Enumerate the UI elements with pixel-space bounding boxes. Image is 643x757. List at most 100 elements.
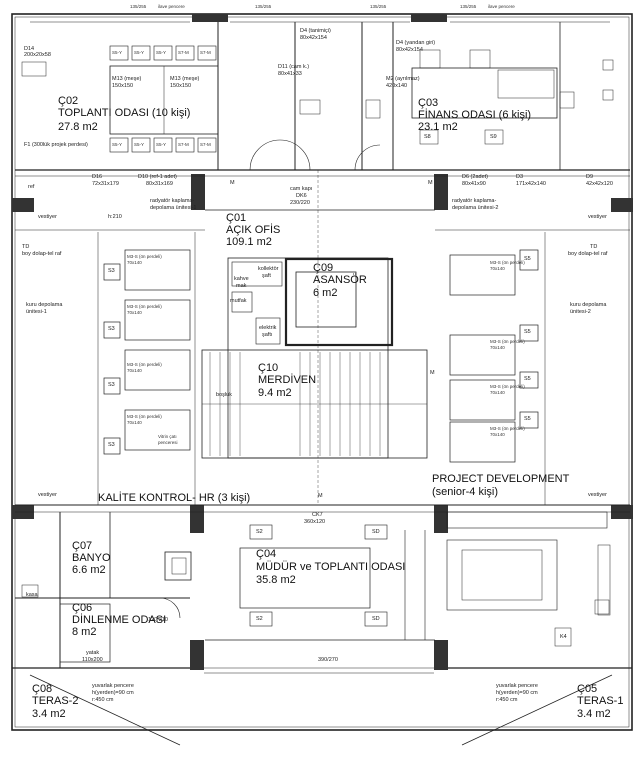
note: boy dolap-tel raf xyxy=(22,251,62,257)
column xyxy=(411,14,447,22)
room-name-c06: DİNLENME ODASI xyxy=(72,614,167,626)
room-code-c05: Ç05 xyxy=(577,683,598,695)
chair-label: S7-M xyxy=(200,142,211,147)
note: 80x41x33 xyxy=(278,71,302,77)
room-code-c02: Ç02 xyxy=(58,95,79,107)
dimension-label: ilave pencere xyxy=(158,4,185,9)
note: vestiyer xyxy=(38,214,57,220)
note: r:450 cm xyxy=(496,697,518,703)
furniture-label: S2 xyxy=(256,529,263,535)
room-code-c10: Ç10 xyxy=(258,362,279,374)
room-name-c04: MÜDÜR ve TOPLANTI ODASI xyxy=(256,561,406,573)
note: 230/220 xyxy=(290,200,310,206)
note: M2 (ayrılmaz) xyxy=(386,76,420,82)
note: kasa xyxy=(26,592,38,598)
room-name-c10: MERDİVEN xyxy=(258,374,317,386)
column xyxy=(12,198,34,212)
room-code-c09: Ç09 xyxy=(313,262,334,274)
dimension-label: 135/255 xyxy=(460,4,477,9)
note: şaft xyxy=(262,273,271,279)
column xyxy=(611,198,633,212)
room-name-c09: ASANSÖR xyxy=(313,274,367,286)
chair-label: S5-Y xyxy=(156,50,167,55)
finance-table xyxy=(411,67,558,119)
note: 390/270 xyxy=(318,657,338,663)
desk-label: M3-S (ön perdeli) xyxy=(490,426,525,431)
note: ünitesi-2 xyxy=(570,309,591,315)
project-sub-label: (senior-4 kişi) xyxy=(432,486,499,498)
note: D6 (2adet) xyxy=(462,174,488,180)
room-code-c08: Ç08 xyxy=(32,683,53,695)
furniture-label: S2 xyxy=(256,616,263,622)
note: 80x42x154 xyxy=(300,35,327,41)
note: 150x150 xyxy=(170,83,192,89)
desk-label: 70x140 xyxy=(127,420,142,425)
note: 80x31x169 xyxy=(146,181,173,187)
note: şaftı xyxy=(262,332,273,338)
project-label: PROJECT DEVELOPMENT xyxy=(432,473,570,485)
chair-label: S5-Y xyxy=(156,142,167,147)
room-area-c03: 23.1 m2 xyxy=(418,121,458,133)
note: h(yerden)=90 cm xyxy=(92,690,134,696)
core-wall xyxy=(227,257,389,459)
note: 80x42x154 xyxy=(396,47,423,53)
furniture-label: S8 xyxy=(424,134,431,140)
note: depolama ünitesi-1 xyxy=(150,205,197,211)
desk-label: 70x140 xyxy=(490,266,505,271)
room-area-c04: 35.8 m2 xyxy=(256,574,296,586)
furniture-label: S9 xyxy=(490,134,497,140)
furniture-label: M xyxy=(318,493,323,499)
note: D9 xyxy=(586,174,594,180)
note: mak xyxy=(236,283,247,289)
furniture-label: SD xyxy=(372,616,380,622)
dimension-label: 135/255 xyxy=(255,4,272,9)
note: 80x41x90 xyxy=(462,181,486,187)
note: DK6 xyxy=(296,193,307,199)
desk-label: M3-S (ön perdeli) xyxy=(127,304,162,309)
note: D16 xyxy=(92,174,103,180)
note: yuvarlak pencere xyxy=(92,683,134,689)
column xyxy=(190,640,204,670)
furniture-label: S5 xyxy=(524,416,531,422)
desk-label: 70x140 xyxy=(127,368,142,373)
column xyxy=(434,640,448,670)
furniture-label: S3 xyxy=(108,268,115,274)
chair-label: S5-Y xyxy=(134,142,145,147)
outer-wall xyxy=(11,13,633,731)
room-name-c05: TERAS-1 xyxy=(577,695,624,707)
furniture-label: S5 xyxy=(524,256,531,262)
elevator-shaft xyxy=(284,257,394,347)
furniture-label: S3 xyxy=(108,382,115,388)
room-area-c10: 9.4 m2 xyxy=(258,387,292,399)
furniture-label: M xyxy=(230,180,235,186)
desk-label: 70x140 xyxy=(490,390,505,395)
chair-label: S7-M xyxy=(200,50,211,55)
note: 72x31x179 xyxy=(92,181,119,187)
note: M13 (meşe) xyxy=(170,76,200,82)
note: ünitesi-1 xyxy=(26,309,47,315)
room-area-c07: 6.6 m2 xyxy=(72,564,106,576)
note: r:450 cm xyxy=(92,697,114,703)
column xyxy=(191,174,205,210)
dimension-label: ilave pencere xyxy=(488,4,515,9)
chair-label: S5-Y xyxy=(134,50,145,55)
note: kollektör xyxy=(258,266,279,272)
note: kuru depolama xyxy=(26,302,63,308)
note: boy dolap-tel raf xyxy=(568,251,608,257)
desk-label: M3-S (ön perdeli) xyxy=(127,414,162,419)
room-name-c07: BANYO xyxy=(72,552,111,564)
note: 110x200 xyxy=(82,657,103,663)
room-code-c04: Ç04 xyxy=(256,548,277,560)
note: D4 (tanimiçi) xyxy=(300,28,331,34)
room-code-c01: Ç01 xyxy=(226,212,247,224)
dimension-label: 135/255 xyxy=(130,4,147,9)
chair-label: S5-Y xyxy=(112,142,123,147)
column xyxy=(192,14,228,22)
note: D14 xyxy=(24,46,35,52)
note: 360x120 xyxy=(304,519,326,525)
room-area-c02: 27.8 m2 xyxy=(58,121,98,133)
note: boşluk xyxy=(216,392,232,398)
desk-label: M3-S (ön perdeli) xyxy=(490,260,525,265)
furniture-label: S3 xyxy=(108,442,115,448)
note: D10 (ref-1 adet) xyxy=(138,174,177,180)
